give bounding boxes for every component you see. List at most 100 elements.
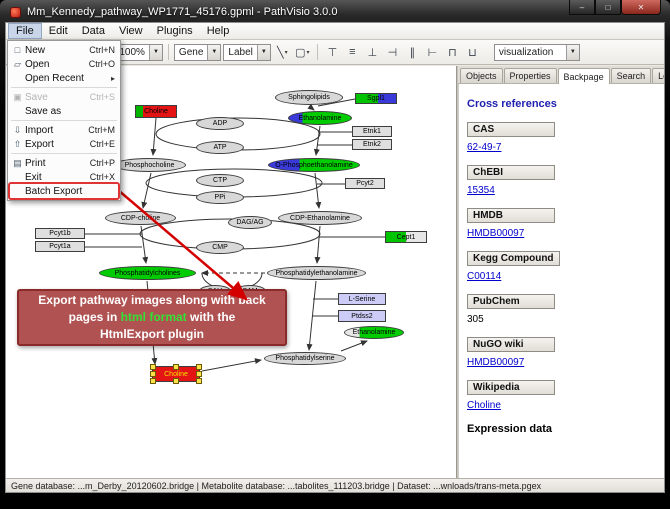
pathway-node-dag-ag[interactable]: DAG/AG bbox=[228, 216, 272, 229]
pathway-node-cdp-choline[interactable]: CDP-choline bbox=[105, 211, 176, 225]
minimize-button[interactable]: – bbox=[569, 0, 595, 15]
selection-handle[interactable] bbox=[173, 378, 179, 384]
menu-edit[interactable]: Edit bbox=[42, 23, 75, 39]
annotation-segment: pages in bbox=[69, 310, 121, 324]
pathway-node-cmp[interactable]: CMP bbox=[196, 241, 244, 254]
file-menu-item-open[interactable]: ▱OpenCtrl+O bbox=[8, 57, 120, 71]
tab-objects[interactable]: Objects bbox=[460, 68, 503, 83]
chevron-down-icon[interactable]: ▼ bbox=[257, 45, 270, 60]
xref-link-hmdb00097[interactable]: HMDB00097 bbox=[467, 228, 664, 239]
pathway-node-pcyt2[interactable]: Pcyt2 bbox=[345, 178, 385, 189]
annotation-line: pages in html format with the bbox=[19, 309, 285, 326]
chevron-down-icon[interactable]: ▼ bbox=[149, 45, 162, 60]
same-width-button[interactable]: ⊓ bbox=[443, 43, 462, 62]
file-menu-item-print[interactable]: ▤PrintCtrl+P bbox=[8, 156, 120, 170]
panel-tabs: ObjectsPropertiesBackpageSearchLegend bbox=[458, 66, 664, 84]
menu-view[interactable]: View bbox=[112, 23, 150, 39]
xref-link-62-49-7[interactable]: 62-49-7 bbox=[467, 142, 664, 153]
xref-link-choline[interactable]: Choline bbox=[467, 400, 664, 411]
file-menu-item-save[interactable]: ▣SaveCtrl+S bbox=[8, 90, 120, 104]
selection-handle[interactable] bbox=[196, 371, 202, 377]
toolbar-separator bbox=[168, 44, 169, 60]
selection-handle[interactable] bbox=[150, 364, 156, 370]
gene-template-combobox[interactable]: Gene ▼ bbox=[174, 44, 221, 61]
pathway-node-l-serine[interactable]: L-Serine bbox=[338, 293, 386, 305]
pathway-node-atp[interactable]: ATP bbox=[196, 141, 244, 154]
xref-link-c00114[interactable]: C00114 bbox=[467, 271, 664, 282]
pathway-node-phosphatidylcholines[interactable]: Phosphatidylcholines bbox=[99, 266, 196, 280]
menubar: FileEditDataViewPluginsHelp bbox=[6, 23, 664, 40]
line-tool-button[interactable]: ╲▾ bbox=[273, 43, 292, 62]
align-bottom-button[interactable]: ⊥ bbox=[363, 43, 382, 62]
pathway-node-phosphatidylethanolamine[interactable]: Phosphatidylethanolamine bbox=[267, 266, 366, 280]
annotation-callout: Export pathway images along with backpag… bbox=[17, 289, 287, 346]
selection-handle[interactable] bbox=[150, 378, 156, 384]
chevron-down-icon[interactable]: ▼ bbox=[207, 45, 220, 60]
align-buttons: ⊤≡⊥⊣ ∥ ⊢⊓⊔ bbox=[323, 43, 482, 62]
align-center-icon: ∥ bbox=[410, 46, 416, 59]
print-icon: ▤ bbox=[10, 158, 25, 169]
tab-search[interactable]: Search bbox=[611, 68, 652, 83]
pathway-node-sgpl1[interactable]: Sgpl1 bbox=[355, 93, 397, 104]
visualization-combobox[interactable]: visualization ▼ bbox=[494, 44, 580, 61]
pathway-node-cdp-ethanolamine[interactable]: CDP-Ethanolamine bbox=[278, 211, 362, 225]
pathway-node-etnk1[interactable]: Etnk1 bbox=[352, 126, 392, 137]
pathway-node-ctp[interactable]: CTP bbox=[196, 174, 244, 187]
pathway-node-sphingolipids[interactable]: Sphingolipids bbox=[275, 90, 343, 105]
align-left-button[interactable]: ⊣ bbox=[383, 43, 402, 62]
menu-plugins[interactable]: Plugins bbox=[150, 23, 200, 39]
file-menu-item-exit[interactable]: ExitCtrl+X bbox=[8, 170, 120, 184]
tab-properties[interactable]: Properties bbox=[504, 68, 557, 83]
pathway-node-ethanolamine[interactable]: Ethanolamine bbox=[344, 326, 404, 339]
tab-backpage[interactable]: Backpage bbox=[558, 68, 610, 84]
pathway-node-ppi[interactable]: PPi bbox=[196, 191, 244, 204]
maximize-button[interactable]: □ bbox=[595, 0, 621, 15]
file-menu-item-import[interactable]: ⇩ImportCtrl+M bbox=[8, 123, 120, 137]
label-template-combobox[interactable]: Label ▼ bbox=[223, 44, 270, 61]
align-middle-button[interactable]: ≡ bbox=[343, 43, 362, 62]
pathway-node-etnk2[interactable]: Etnk2 bbox=[352, 139, 392, 150]
shape-tool-button[interactable]: ▢▾ bbox=[293, 43, 312, 62]
selection-handle[interactable] bbox=[196, 364, 202, 370]
menu-item-shortcut: Ctrl+O bbox=[89, 59, 115, 69]
pathway-node-choline[interactable]: Choline bbox=[135, 105, 177, 118]
file-menu-item-new[interactable]: □NewCtrl+N bbox=[8, 43, 120, 57]
align-top-button[interactable]: ⊤ bbox=[323, 43, 342, 62]
align-center-button[interactable]: ∥ bbox=[403, 43, 422, 62]
node-label: Phosphatidylserine bbox=[275, 355, 334, 362]
file-menu-items: □NewCtrl+N▱OpenCtrl+OOpen Recent▸ ▣SaveCt… bbox=[8, 43, 120, 198]
close-button[interactable]: ✕ bbox=[621, 0, 661, 15]
file-menu: □NewCtrl+N▱OpenCtrl+OOpen Recent▸ ▣SaveCt… bbox=[7, 40, 121, 201]
same-height-button[interactable]: ⊔ bbox=[463, 43, 482, 62]
file-menu-item-open-recent[interactable]: Open Recent▸ bbox=[8, 71, 120, 85]
pathway-node-o-phosphoethanolamine[interactable]: O-Phosphoethanolamine bbox=[268, 158, 360, 172]
zoom-combobox[interactable]: 100% ▼ bbox=[114, 44, 163, 61]
selection-handle[interactable] bbox=[196, 378, 202, 384]
file-menu-item-export[interactable]: ⇧ExportCtrl+E bbox=[8, 137, 120, 151]
pathway-node-ptdss2[interactable]: Ptdss2 bbox=[338, 310, 386, 322]
xref-link-15354[interactable]: 15354 bbox=[467, 185, 664, 196]
node-label: O-Phosphoethanolamine bbox=[275, 162, 352, 169]
pathway-node-phosphocholine[interactable]: Phosphocholine bbox=[113, 158, 186, 172]
pathway-node-adp[interactable]: ADP bbox=[196, 117, 244, 130]
selection-handle[interactable] bbox=[150, 371, 156, 377]
pathway-node-choline[interactable]: Choline bbox=[152, 366, 200, 382]
save-icon: ▣ bbox=[10, 92, 25, 103]
chevron-down-icon[interactable]: ▼ bbox=[566, 45, 579, 60]
gene-template-label: Gene bbox=[179, 47, 203, 58]
window-controls: –□✕ bbox=[569, 0, 661, 15]
pathway-node-ethanolamine[interactable]: Ethanolamine bbox=[288, 111, 352, 125]
menu-data[interactable]: Data bbox=[75, 23, 112, 39]
pathway-node-pcyt1b[interactable]: Pcyt1b bbox=[35, 228, 85, 239]
xref-link-hmdb00097[interactable]: HMDB00097 bbox=[467, 357, 664, 368]
selection-handle[interactable] bbox=[173, 364, 179, 370]
align-right-button[interactable]: ⊢ bbox=[423, 43, 442, 62]
tab-legend[interactable]: Legend bbox=[652, 68, 665, 83]
pathway-node-pcyt1a[interactable]: Pcyt1a bbox=[35, 241, 85, 252]
menu-file[interactable]: File bbox=[8, 23, 42, 39]
file-menu-item-batch-export[interactable]: Batch Export bbox=[8, 184, 120, 198]
pathway-node-cept1[interactable]: Cept1 bbox=[385, 231, 427, 243]
file-menu-item-save-as[interactable]: Save as bbox=[8, 104, 120, 118]
menu-help[interactable]: Help bbox=[200, 23, 237, 39]
pathway-node-phosphatidylserine[interactable]: Phosphatidylserine bbox=[264, 352, 346, 365]
